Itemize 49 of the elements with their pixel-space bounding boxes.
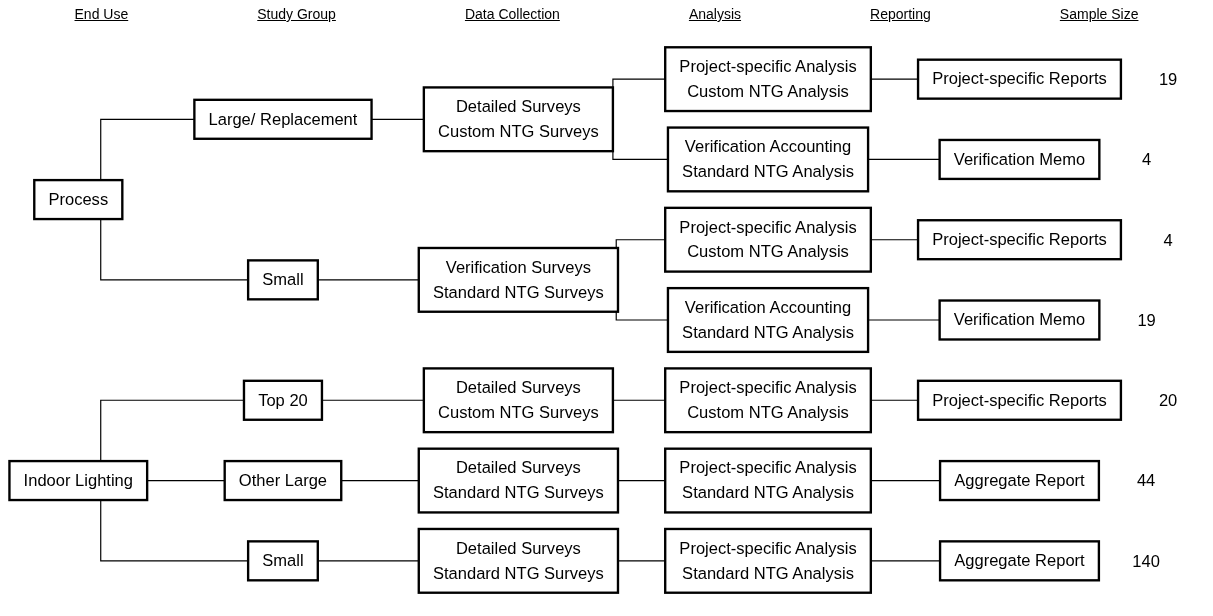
- sample-size: 140: [1132, 551, 1160, 571]
- node-box: Verification Surveys Standard NTG Surveys: [417, 246, 620, 313]
- column-header: Study Group: [257, 6, 336, 24]
- node-box: Other Large: [223, 459, 343, 502]
- column-header: Analysis: [688, 6, 742, 24]
- node-box: Detailed Surveys Standard NTG Surveys: [417, 447, 620, 514]
- sample-size: 19: [1137, 310, 1156, 330]
- node-box: Project-specific Analysis Standard NTG Analysis: [664, 447, 872, 514]
- node-box: Project-specific Analysis Custom NTG Analysis: [664, 206, 872, 273]
- column-header: Data Collection: [464, 6, 560, 24]
- sample-size: 19: [1158, 70, 1178, 90]
- connector: [870, 479, 941, 482]
- node-box: Project-specific Reports: [916, 379, 1123, 421]
- node-box: Project-specific Reports: [916, 58, 1123, 100]
- node-box: Verification Memo: [938, 138, 1101, 181]
- node-box: Verification Accounting Standard NTG Analysis: [666, 286, 870, 354]
- sample-size: 4: [1163, 230, 1173, 250]
- node-box: Project-specific Analysis Standard NTG Analysis: [664, 527, 872, 594]
- column-header: Sample Size: [1059, 6, 1139, 24]
- connector: [617, 479, 666, 482]
- connector: [870, 399, 919, 401]
- node-box: Detailed Surveys Custom NTG Surveys: [422, 367, 615, 434]
- node-box: Verification Accounting Standard NTG Analysis: [666, 126, 870, 193]
- node-box: Detailed Surveys Custom NTG Surveys: [422, 86, 615, 153]
- connector: [615, 239, 666, 249]
- connector: [870, 239, 919, 241]
- node-box: Process: [33, 178, 124, 221]
- column-header: End Use: [74, 6, 129, 24]
- sample-size: 20: [1158, 391, 1178, 411]
- node-box: Project-specific Reports: [916, 219, 1123, 261]
- connector: [612, 399, 666, 401]
- node-box: Aggregate Report: [938, 459, 1101, 502]
- node-box: Project-specific Analysis Custom NTG Analysis: [664, 46, 872, 113]
- node-box: Top 20: [242, 379, 324, 421]
- column-header: Reporting: [870, 6, 931, 24]
- node-box: Detailed Surveys Standard NTG Surveys: [417, 527, 620, 594]
- connector: [617, 560, 666, 562]
- node-box: Small: [246, 540, 319, 582]
- connector: [100, 118, 195, 181]
- node-box: Large/ Replacement: [193, 98, 373, 140]
- node-box: Verification Memo: [938, 299, 1101, 341]
- connector: [870, 560, 941, 562]
- node-box: Indoor Lighting: [8, 459, 149, 502]
- node-box: Small: [246, 259, 319, 301]
- sample-size: 4: [1141, 150, 1152, 170]
- connector: [870, 78, 919, 80]
- node-box: Aggregate Report: [938, 540, 1101, 582]
- node-box: Project-specific Analysis Custom NTG Analysis: [664, 367, 872, 434]
- sample-size: 44: [1136, 471, 1156, 491]
